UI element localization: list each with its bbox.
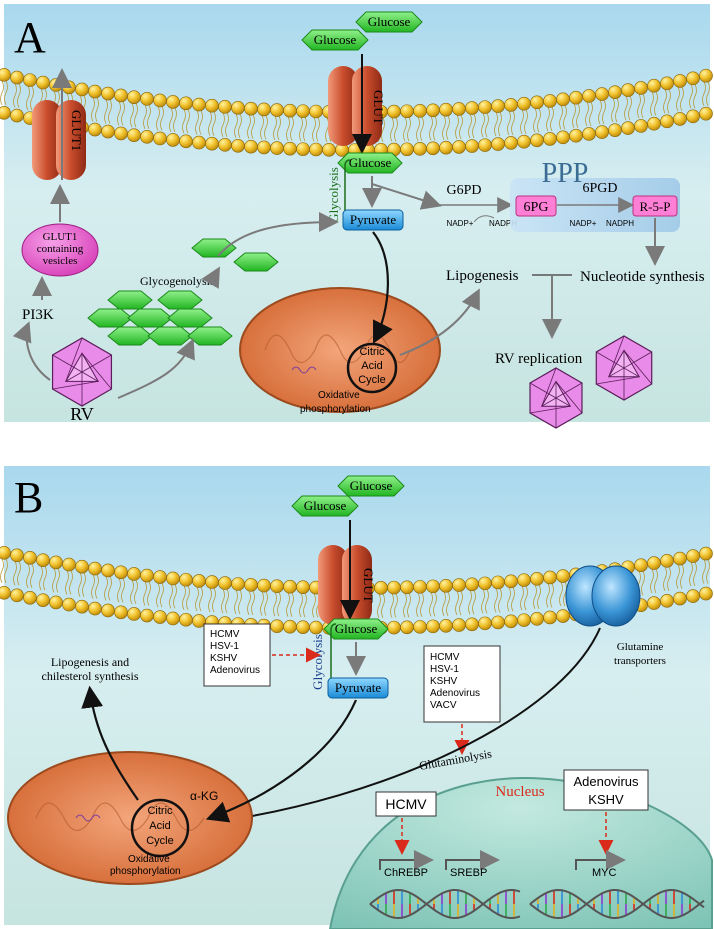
nadp-label: NADP+ [570, 219, 597, 228]
glucose-hexagon: Glucose [355, 11, 423, 33]
r5p-box: R-5-P [632, 195, 678, 217]
svg-text:HCMV: HCMV [385, 796, 427, 812]
svg-text:α-KG: α-KG [190, 789, 218, 803]
glycolysis-label: Glycolysis [310, 634, 325, 690]
srebp-label: SREBP [450, 867, 487, 879]
chrebp-label: ChREBP [384, 867, 428, 879]
glutamine-to-tca-arrow [210, 627, 601, 830]
rv-virion [595, 335, 653, 401]
glycolysis-label: Glycolysis [326, 167, 341, 223]
glut-transporter: GLUT [318, 545, 376, 625]
lipogenesis-label: Lipogenesis and [51, 655, 129, 669]
svg-text:Oxidative: Oxidative [318, 390, 360, 401]
myc-label: MYC [592, 867, 617, 879]
glut-transporter: GLUT [328, 66, 386, 146]
panel-letter: A [14, 13, 46, 62]
svg-text:Oxidative: Oxidative [128, 854, 170, 865]
glucose-hexagon: Glucose [301, 29, 369, 51]
svg-text:phosphorylation: phosphorylation [300, 404, 371, 415]
nadp-label: NADP+ [447, 219, 474, 228]
tca-to-lipogenesis-arrow [399, 288, 480, 356]
svg-text:Citric: Citric [359, 346, 385, 358]
rv-to-pi3k-arrow [12, 321, 51, 381]
srebp-gene-arrow [445, 850, 500, 870]
svg-text:Glucose: Glucose [349, 155, 392, 170]
rv-to-glycogen-arrow [117, 338, 195, 399]
svg-text:Cycle: Cycle [358, 374, 386, 386]
svg-text:6PG: 6PG [524, 200, 549, 215]
glutamine-transporter [565, 565, 641, 627]
rv-virion [529, 367, 583, 429]
svg-text:Glucose: Glucose [350, 478, 393, 493]
pi3k-label: PI3K [22, 307, 54, 323]
glut1-transporter: GLUT1 [32, 100, 86, 180]
panel-letter: B [14, 473, 43, 522]
glucose-hexagon: Glucose [323, 618, 389, 640]
svg-text:phosphorylation: phosphorylation [110, 866, 181, 877]
hcmv-box: HCMV [375, 791, 437, 817]
glycogenolysis-arrow [201, 266, 220, 289]
nucleus-label: Nucleus [495, 784, 544, 800]
myc-gene-arrow [575, 850, 626, 870]
6pg-box: 6PG [515, 195, 557, 217]
pyruvate-box: Pyruvate [342, 209, 404, 231]
panel-b: B Glucose Glucose GLUT Glucose Glycolysi… [0, 466, 713, 929]
pyruvate-to-tca-arrow [205, 699, 358, 823]
rv-label: RV [70, 404, 94, 424]
rv-replication-label: RV replication [495, 351, 583, 367]
ppp-label: PPP [542, 158, 589, 189]
svg-text:Glucose: Glucose [314, 32, 357, 47]
svg-text:Pyruvate: Pyruvate [350, 212, 396, 227]
mitochondrion: Citric Acid Cycle Oxidative phosphorylat… [239, 287, 441, 415]
nadp-arc [473, 215, 495, 223]
svg-text:Acid: Acid [149, 820, 170, 832]
pyruvate-box: Pyruvate [327, 677, 389, 699]
svg-text:GLUT: GLUT [361, 568, 376, 603]
svg-text:Cycle: Cycle [146, 835, 174, 847]
rv-virus [51, 337, 113, 407]
g6pd-label: G6PD [446, 183, 481, 198]
panel-a: A Glucose Glucose GLUT GLUT1 Glucose G [0, 4, 713, 429]
dna-helix [529, 889, 705, 919]
glucose-hexagon: Glucose [337, 475, 405, 497]
lipogenesis-label: Lipogenesis [446, 268, 519, 284]
glutamine-transporters-label: transporters [614, 655, 666, 667]
glycogen-to-pyruvate-arrow [217, 212, 339, 257]
nadph-label: NADPH [606, 219, 634, 228]
6pgd-label: 6PGD [582, 181, 617, 196]
svg-text:KSHV: KSHV [588, 792, 624, 807]
svg-text:Adenovirus: Adenovirus [573, 774, 639, 789]
svg-text:GLUT1: GLUT1 [69, 110, 84, 151]
glutamine-transporters-label: Glutamine [617, 641, 664, 653]
glucose-hexagon: Glucose [337, 152, 403, 174]
svg-text:R-5-P: R-5-P [639, 199, 670, 214]
chrebp-gene-arrow [379, 850, 434, 870]
svg-text:Glucose: Glucose [304, 498, 347, 513]
svg-text:Glucose: Glucose [335, 621, 378, 636]
pyruvate-to-tca-arrow [372, 231, 393, 344]
glycogen-cluster [87, 238, 279, 346]
svg-text:Acid: Acid [361, 360, 382, 372]
mitochondrion: Citric Acid Cycle α-KG Oxidative phospho… [7, 751, 253, 885]
adenovirus-kshv-box: Adenovirus KSHV [563, 769, 649, 811]
tca-to-lipogenesis-arrow [81, 685, 139, 801]
ppp-branch-arrow [371, 183, 438, 205]
svg-text:Glucose: Glucose [368, 14, 411, 29]
svg-text:GLUT: GLUT [371, 90, 386, 125]
svg-text:Citric: Citric [147, 805, 173, 817]
svg-text:Pyruvate: Pyruvate [335, 680, 381, 695]
nadph-label: NADPH [489, 219, 517, 228]
glycogenolysis-label: Glycogenolysis [140, 274, 215, 288]
nucleotide-synthesis-label: Nucleotide synthesis [580, 269, 705, 285]
lipogenesis-label: chilesterol synthesis [42, 669, 139, 683]
glucose-hexagon: Glucose [291, 495, 359, 517]
dna-helix [369, 889, 521, 919]
